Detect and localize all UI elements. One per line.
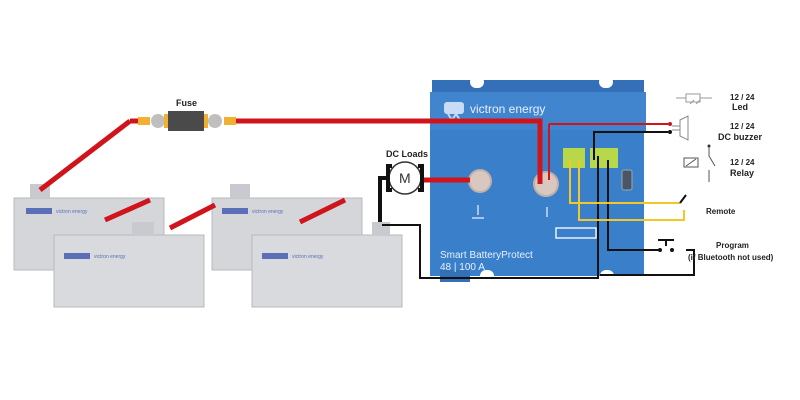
positive-jumper-1	[103, 197, 152, 223]
positive-wire-main	[38, 119, 132, 192]
remote-switch-icon	[679, 194, 687, 204]
svg-text:12 / 24: 12 / 24	[730, 158, 755, 167]
led-icon	[676, 93, 712, 105]
svg-text:M: M	[399, 170, 411, 186]
led-label: Led	[732, 102, 748, 112]
svg-text:victron energy: victron energy	[94, 254, 126, 260]
positive-jumper-3	[298, 197, 347, 225]
svg-text:victron energy: victron energy	[252, 209, 284, 215]
remote-wire-1	[569, 160, 680, 204]
positive-jumper-2	[168, 202, 217, 231]
alarm-wire-1	[593, 131, 668, 160]
program-label: Program	[716, 241, 749, 250]
victron-logo-icon	[444, 102, 464, 122]
program-button-icon	[658, 239, 674, 252]
dc-buzzer-icon	[668, 115, 689, 141]
svg-text:victron energy: victron energy	[56, 209, 88, 215]
remote-wire-2	[578, 160, 685, 221]
dc-buzzer-label: DC buzzer	[718, 132, 763, 142]
remote-terminal-block	[563, 148, 585, 168]
svg-text:12 / 24: 12 / 24	[730, 93, 755, 102]
fuse: Fuse	[130, 98, 236, 131]
model-line1: Smart BatteryProtect	[440, 250, 533, 261]
jumper-block	[555, 227, 597, 239]
remote-label: Remote	[706, 207, 736, 216]
positive-wire-to-device	[236, 118, 543, 184]
svg-text:12 / 24: 12 / 24	[730, 122, 755, 131]
ground-symbol-icon	[472, 205, 484, 219]
load-terminal	[468, 169, 492, 193]
program-wire	[607, 160, 660, 251]
fuse-label: Fuse	[176, 98, 197, 108]
relay-icon	[683, 144, 716, 182]
program-note: (if Bluetooth not used)	[688, 253, 774, 262]
ground-wire	[382, 156, 599, 279]
dip-switch	[621, 169, 633, 191]
load-negative-wire	[378, 176, 388, 222]
dc-load-motor: M DC Loads	[386, 149, 428, 195]
battery-2: victron energy	[53, 222, 205, 308]
battery-4: victron energy	[251, 222, 403, 308]
relay-label: Relay	[730, 168, 754, 178]
brand-label: victron energy	[470, 102, 545, 116]
model-line2: 48 | 100 A	[440, 262, 485, 273]
dc-loads-label: DC Loads	[386, 149, 428, 159]
svg-text:victron energy: victron energy	[292, 254, 324, 260]
